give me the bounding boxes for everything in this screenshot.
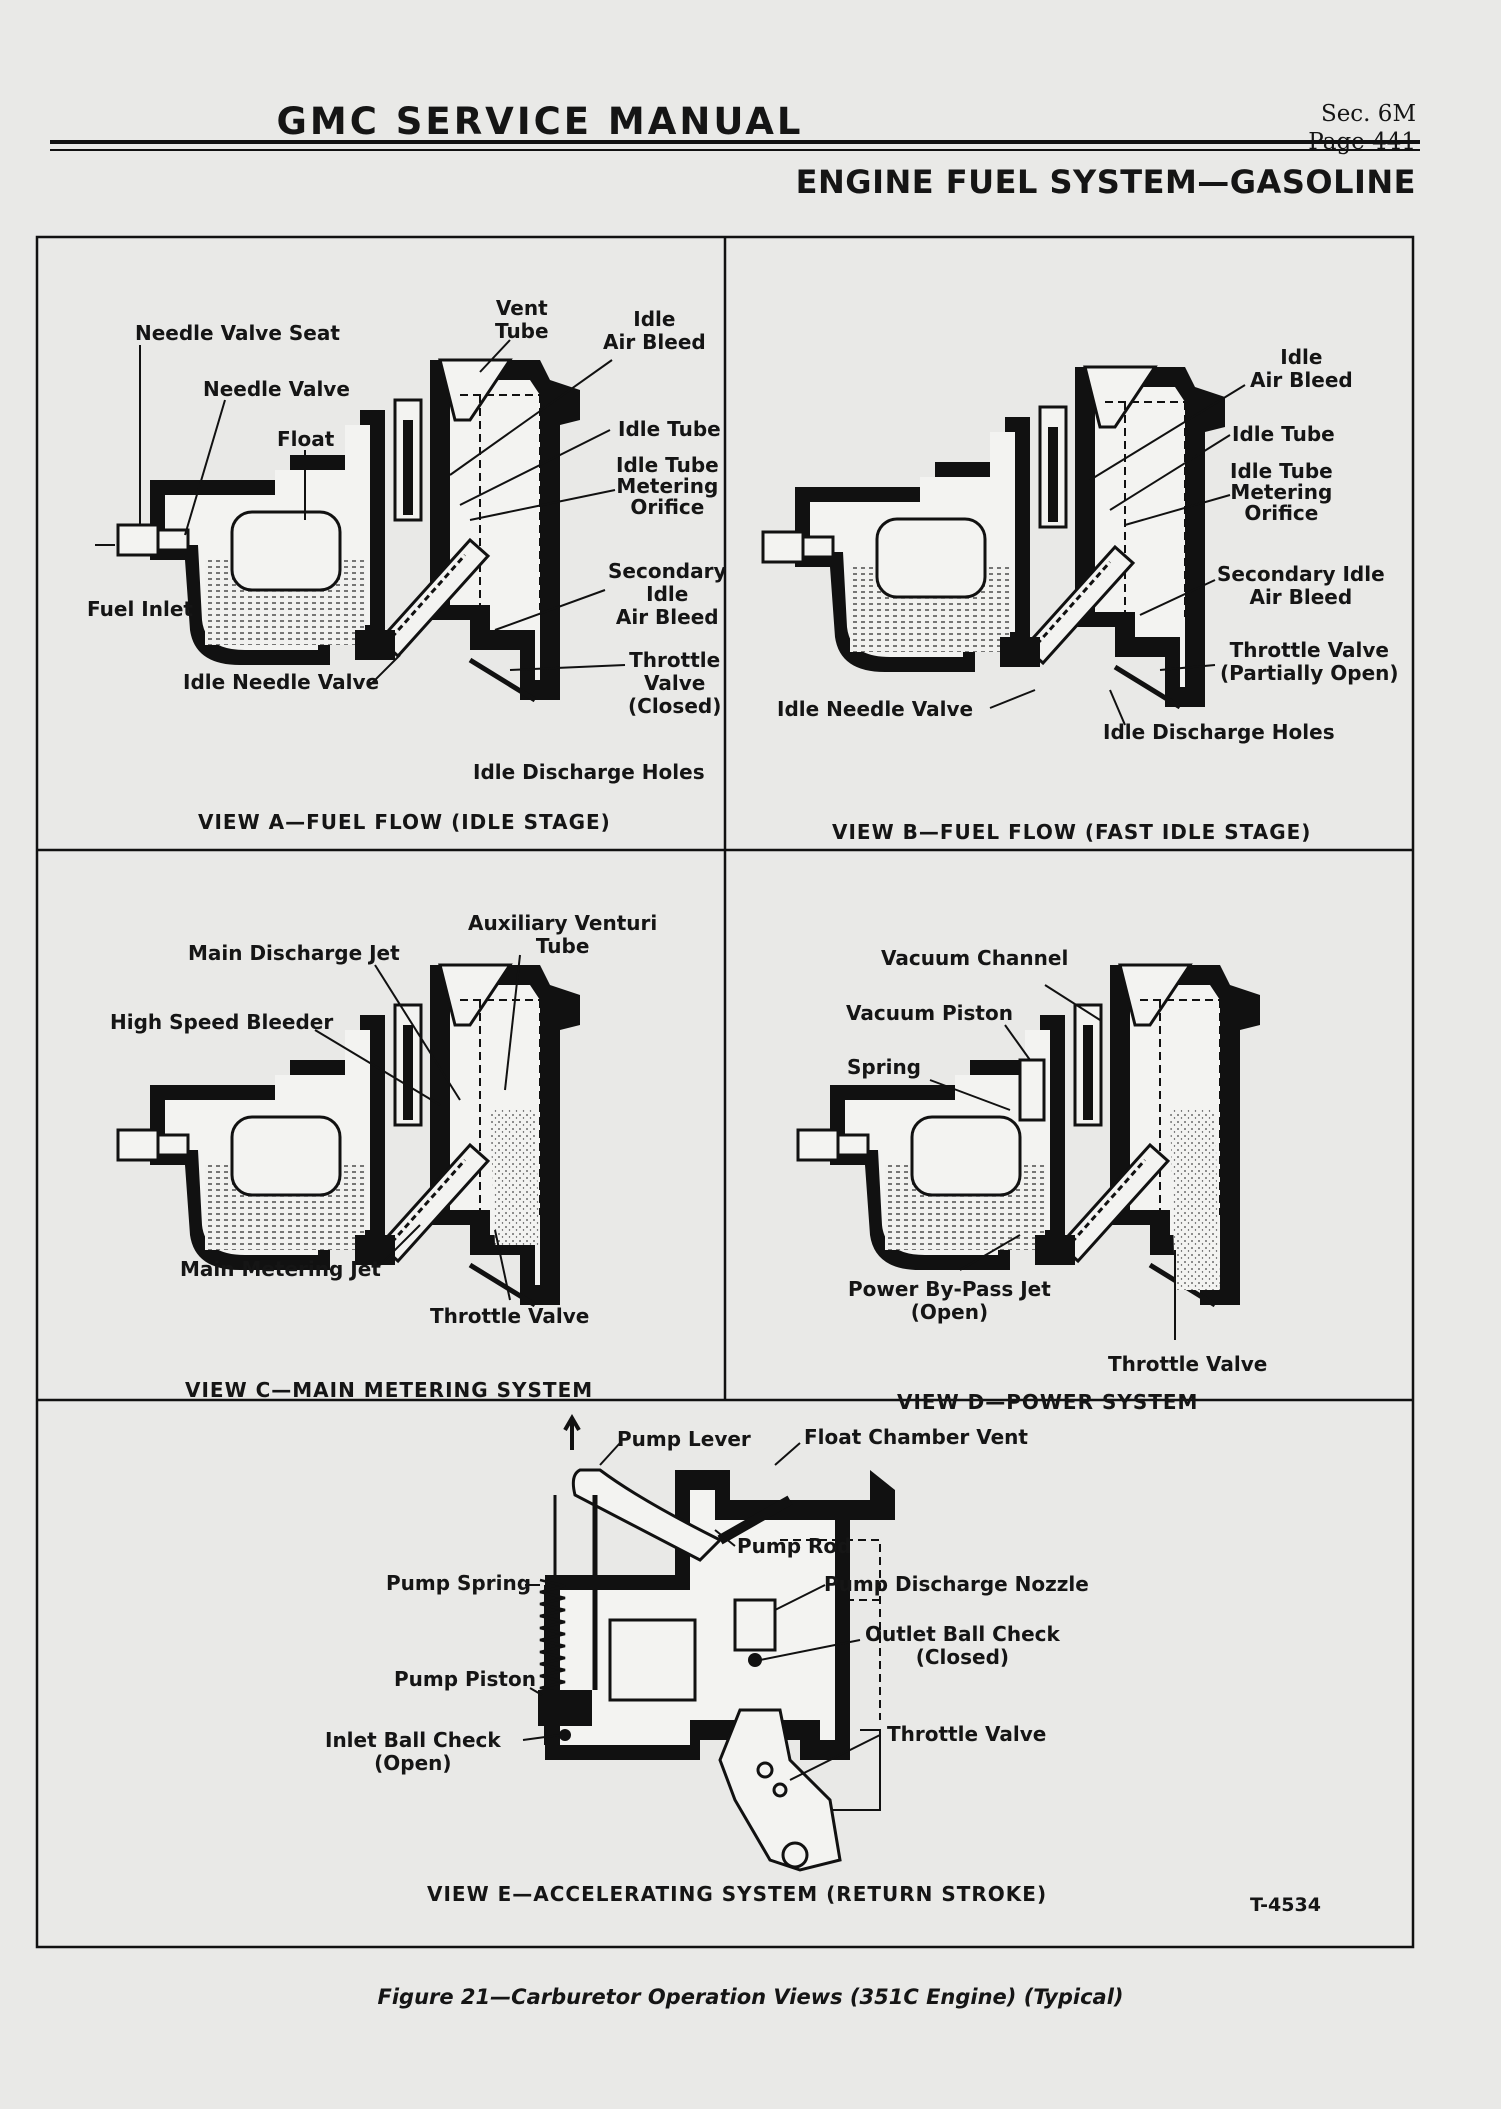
label-pump-spring: Pump Spring <box>386 1571 532 1595</box>
label-pump-discharge-nozzle: Pump Discharge Nozzle <box>824 1572 1089 1596</box>
label-throttle-valve-closed: Throttle Valve (Closed) <box>628 648 722 718</box>
label-b-secondary-idle-air-bleed: Secondary Idle Air Bleed <box>1217 562 1385 609</box>
fuel-spray-view-c <box>490 1110 540 1245</box>
label-vent-tube: Vent Tube <box>495 296 549 343</box>
label-secondary-idle-air-bleed: Secondary Idle Air Bleed <box>608 559 727 629</box>
vacuum-piston-part <box>1018 1058 1046 1122</box>
carburetor-body <box>116 358 580 703</box>
label-float-chamber-vent: Float Chamber Vent <box>804 1425 1028 1449</box>
carburetor-body-view-b <box>763 367 1225 707</box>
label-b-idle-needle-valve: Idle Needle Valve <box>777 697 974 721</box>
label-e-throttle-valve: Throttle Valve <box>887 1722 1047 1746</box>
label-pump-lever: Pump Lever <box>617 1427 751 1451</box>
view-b-title: VIEW B—FUEL FLOW (FAST IDLE STAGE) <box>832 820 1312 844</box>
label-high-speed-bleeder: High Speed Bleeder <box>110 1010 334 1034</box>
label-b-idle-air-bleed: Idle Air Bleed <box>1250 345 1353 392</box>
label-fuel-inlet: Fuel Inlet <box>87 597 193 621</box>
label-idle-air-bleed: Idle Air Bleed <box>603 307 706 354</box>
manual-title: GMC SERVICE MANUAL <box>276 100 804 143</box>
section-title: ENGINE FUEL SYSTEM—GASOLINE <box>795 163 1416 201</box>
view-a-title: VIEW A—FUEL FLOW (IDLE STAGE) <box>198 810 611 834</box>
figure-caption: Figure 21—Carburetor Operation Views (35… <box>377 1985 1124 2009</box>
label-needle-valve: Needle Valve <box>203 377 350 401</box>
label-b-throttle-valve-partially-open: Throttle Valve (Partially Open) <box>1220 638 1399 685</box>
label-vacuum-piston: Vacuum Piston <box>846 1001 1013 1025</box>
section-number: Sec. 6M <box>1320 101 1416 127</box>
figure-frame <box>35 235 1415 1949</box>
label-idle-discharge-holes: Idle Discharge Holes <box>473 760 705 784</box>
header-rule <box>50 140 1420 144</box>
accelerating-pump-assembly <box>538 1414 895 1872</box>
label-needle-valve-seat: Needle Valve Seat <box>135 321 340 345</box>
label-pump-piston: Pump Piston <box>394 1667 536 1691</box>
label-float: Float <box>277 427 335 451</box>
label-auxiliary-venturi-tube: Auxiliary Venturi Tube <box>468 911 658 958</box>
label-idle-tube: Idle Tube <box>618 417 721 441</box>
label-c-throttle-valve: Throttle Valve <box>430 1304 590 1328</box>
view-d-title: VIEW D—POWER SYSTEM <box>897 1390 1199 1414</box>
header-rule-thin <box>50 149 1420 151</box>
leader-lines <box>95 339 1246 1781</box>
label-main-metering-jet: Main Metering Jet <box>180 1257 381 1281</box>
figure-code: T-4534 <box>1250 1894 1321 1916</box>
label-power-bypass-jet: Power By-Pass Jet (Open) <box>848 1277 1051 1324</box>
label-b-idle-discharge-holes: Idle Discharge Holes <box>1103 720 1335 744</box>
label-inlet-ball-check: Inlet Ball Check (Open) <box>325 1728 501 1775</box>
view-e-title: VIEW E—ACCELERATING SYSTEM (RETURN STROK… <box>427 1882 1048 1906</box>
label-outlet-ball-check: Outlet Ball Check (Closed) <box>865 1622 1060 1669</box>
label-idle-tube-metering-orifice: Idle Tube Metering Orifice <box>616 453 719 519</box>
label-vacuum-channel: Vacuum Channel <box>881 946 1069 970</box>
label-idle-needle-valve: Idle Needle Valve <box>183 670 380 694</box>
label-spring: Spring <box>847 1055 921 1079</box>
label-pump-rod: Pump Rod <box>737 1534 852 1558</box>
view-c-title: VIEW C—MAIN METERING SYSTEM <box>185 1378 594 1402</box>
label-b-idle-tube: Idle Tube <box>1232 422 1335 446</box>
label-d-throttle-valve: Throttle Valve <box>1108 1352 1268 1376</box>
label-b-idle-tube-metering-orifice: Idle Tube Metering Orifice <box>1230 459 1333 525</box>
label-main-discharge-jet: Main Discharge Jet <box>188 941 400 965</box>
fuel-spray-view-d <box>1170 1110 1220 1290</box>
